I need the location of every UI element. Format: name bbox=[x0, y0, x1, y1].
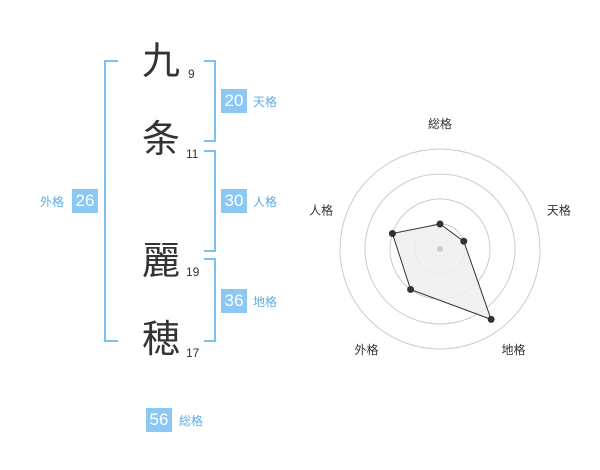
chikaku-value: 36 bbox=[221, 289, 247, 313]
radar-axis-label-3: 地格 bbox=[501, 342, 525, 357]
soukaku-label: 総格 bbox=[179, 414, 204, 428]
radar-axis-label-1: 総格 bbox=[428, 116, 452, 131]
radar-center-dot bbox=[437, 246, 443, 252]
radar-axis-label-5: 人格 bbox=[309, 202, 333, 217]
chikaku-bracket bbox=[204, 258, 216, 342]
radar-point-5 bbox=[388, 230, 396, 238]
jinkaku-label: 人格 bbox=[253, 195, 278, 209]
name-char-3: 麗 bbox=[142, 239, 181, 283]
radar-point-1 bbox=[436, 220, 444, 228]
radar-area bbox=[391, 223, 492, 321]
radar-axis-label-2: 天格 bbox=[547, 202, 571, 217]
radar-axis-label-4: 外格 bbox=[355, 342, 379, 357]
tenkaku-value: 20 bbox=[221, 89, 247, 113]
soukaku-value: 56 bbox=[146, 408, 172, 432]
stroke-count-4: 17 bbox=[186, 346, 200, 360]
stroke-count-1: 9 bbox=[188, 67, 195, 81]
radar-point-4 bbox=[407, 285, 415, 293]
gaikaku-value: 26 bbox=[72, 189, 98, 213]
radar-point-3 bbox=[487, 315, 495, 323]
name-char-4: 穂 bbox=[142, 317, 181, 361]
jinkaku-value: 30 bbox=[221, 189, 247, 213]
name-char-1: 九 bbox=[142, 39, 181, 83]
stroke-count-3: 19 bbox=[186, 265, 200, 279]
gaikaku-bracket bbox=[104, 60, 118, 342]
tenkaku-label: 天格 bbox=[253, 95, 278, 109]
name-char-2: 条 bbox=[142, 117, 181, 161]
radar-point-2 bbox=[460, 237, 468, 245]
gaikaku-label: 外格 bbox=[40, 195, 65, 209]
radar-ring-3 bbox=[364, 173, 516, 325]
tenkaku-bracket bbox=[204, 60, 216, 142]
jinkaku-bracket bbox=[204, 150, 216, 252]
stroke-count-2: 11 bbox=[186, 147, 199, 161]
radar-ring-4 bbox=[339, 148, 541, 350]
chikaku-label: 地格 bbox=[253, 295, 278, 309]
